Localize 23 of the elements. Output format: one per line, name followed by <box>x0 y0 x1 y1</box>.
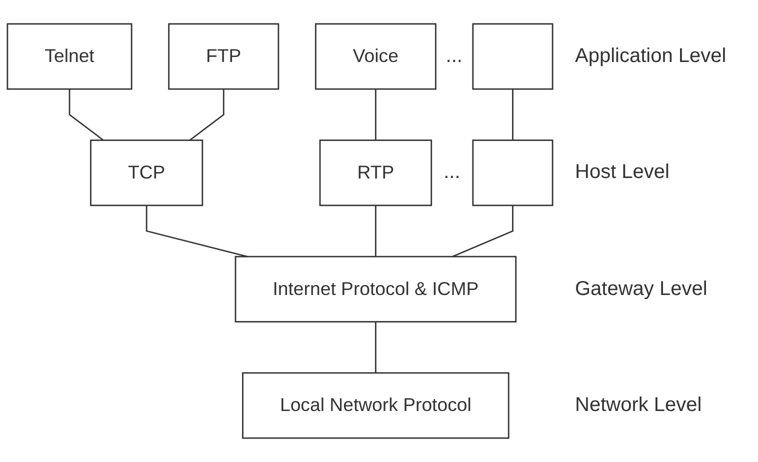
ellipsis-text: ... <box>444 161 460 184</box>
level-label: Network Level <box>575 394 702 418</box>
level-label: Host Level <box>575 161 670 184</box>
node-box: Local Network Protocol <box>242 372 510 439</box>
connector <box>374 205 376 257</box>
node-box <box>472 140 554 206</box>
node-box: Internet Protocol & ICMP <box>234 256 517 322</box>
connector <box>452 205 514 258</box>
connector <box>374 89 376 140</box>
node-box: Telnet <box>6 23 132 90</box>
ellipsis-text: ... <box>446 44 462 68</box>
level-label: Application Level <box>575 44 726 68</box>
connector <box>68 89 104 141</box>
connector <box>512 89 514 140</box>
node-box: Voice <box>314 23 436 90</box>
connector <box>146 205 248 258</box>
connector <box>374 322 376 373</box>
node-box: FTP <box>168 23 280 90</box>
node-box: TCP <box>90 140 204 206</box>
node-box <box>472 23 554 90</box>
node-box: RTP <box>319 140 432 206</box>
connector <box>189 89 224 141</box>
level-label: Gateway Level <box>575 278 708 301</box>
